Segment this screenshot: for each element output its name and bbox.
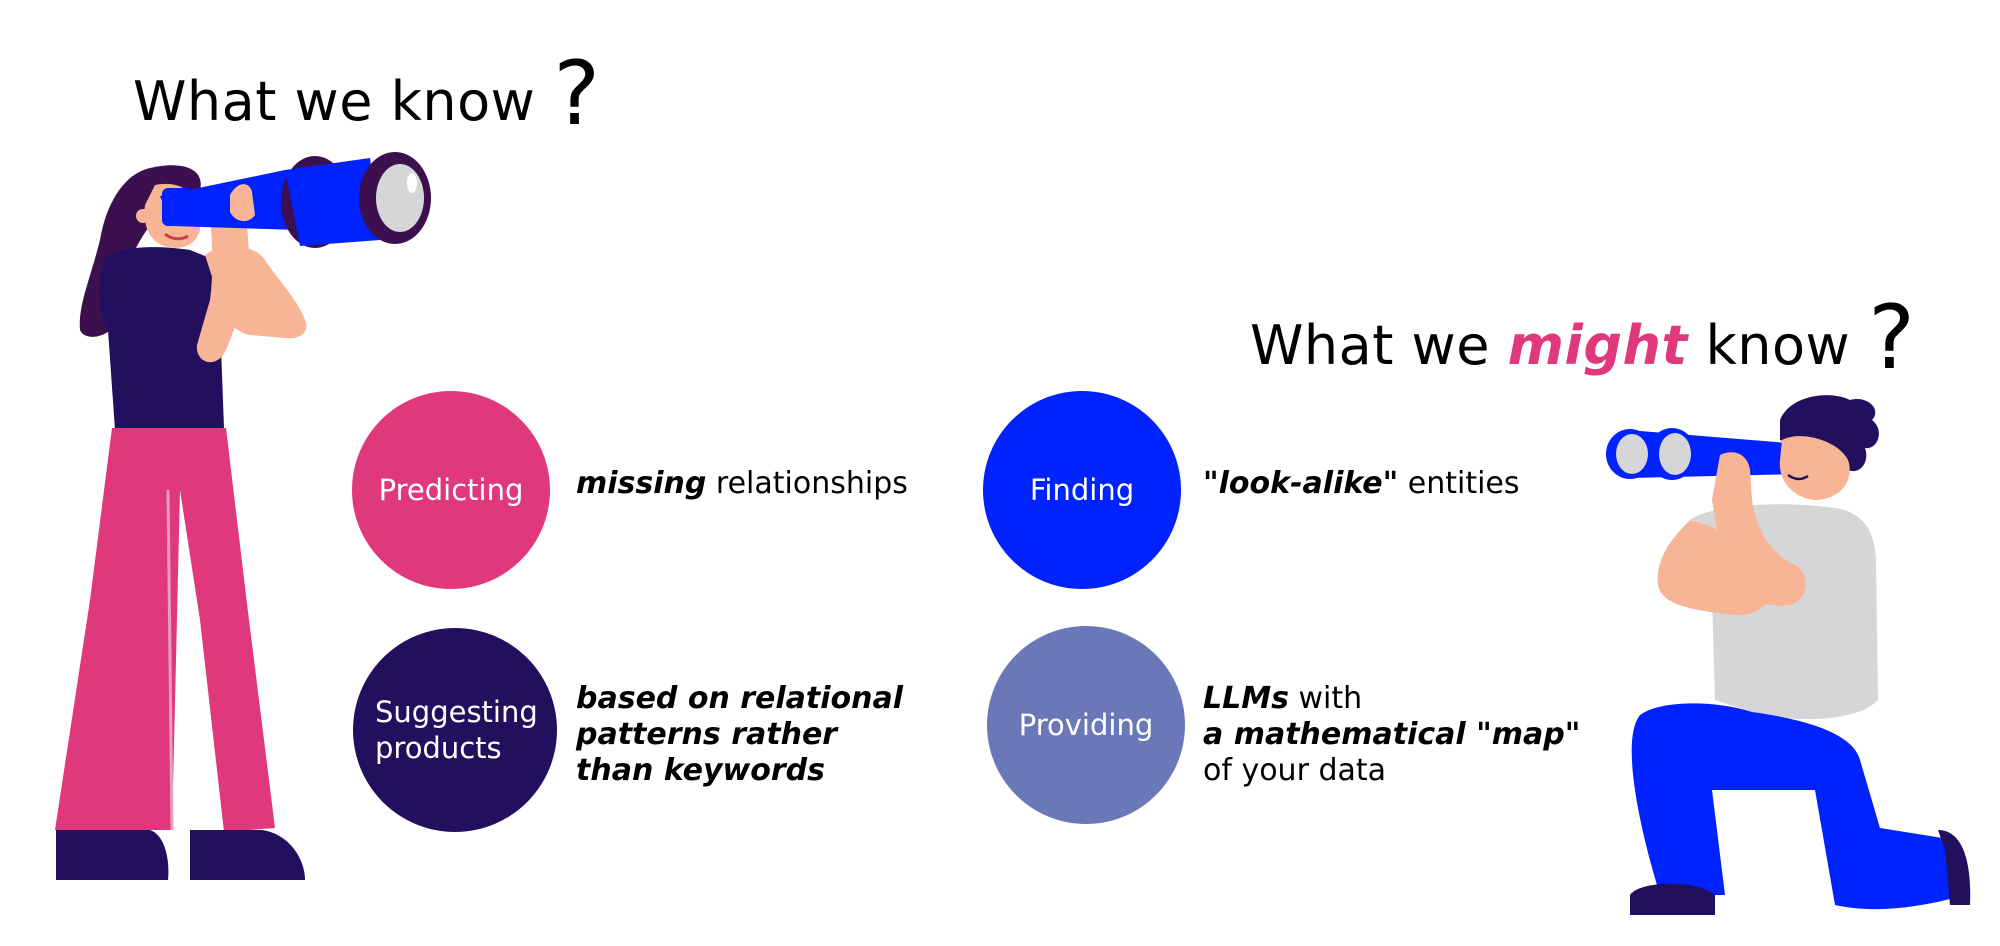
- question-mark: ?: [553, 42, 601, 145]
- heading-what-we-might-know: What we might know?: [1250, 282, 1915, 389]
- desc-line-2: patterns rather: [576, 717, 838, 752]
- heading-text: What we know: [133, 70, 536, 133]
- desc-finding: "look-alike" entities: [1203, 466, 1520, 502]
- desc-text: with: [1288, 681, 1363, 716]
- desc-providing: LLMs with a mathematical "map" of your d…: [1203, 681, 1580, 789]
- desc-line-3: than keywords: [576, 753, 825, 788]
- circle-label: Finding: [1029, 472, 1135, 507]
- heading-accent-might: might: [1507, 314, 1688, 377]
- desc-predicting: missing relationships: [576, 466, 908, 502]
- desc-text: relationships: [706, 466, 908, 501]
- circle-providing: Providing: [987, 626, 1185, 824]
- desc-text: of your data: [1203, 753, 1387, 788]
- circle-suggesting-products: Suggesting products: [353, 628, 557, 832]
- desc-bold-map: a mathematical "map": [1203, 717, 1581, 752]
- desc-text: entities: [1398, 466, 1520, 501]
- question-mark: ?: [1868, 286, 1916, 389]
- heading-what-we-know: What we know?: [133, 38, 601, 145]
- desc-bold: missing: [576, 466, 707, 501]
- desc-bold-llms: LLMs: [1203, 681, 1289, 716]
- circle-finding: Finding: [983, 391, 1181, 589]
- desc-line-1: based on relational: [576, 681, 904, 716]
- circle-predicting: Predicting: [352, 391, 550, 589]
- kneeling-man-with-binoculars-icon: [1606, 395, 1971, 915]
- desc-suggesting-products: based on relational patterns rather than…: [576, 681, 903, 789]
- heading-text-post: know: [1705, 314, 1851, 377]
- woman-with-binoculars-icon: [55, 152, 431, 880]
- desc-bold: "look-alike": [1203, 466, 1399, 501]
- circle-label-line-1: Suggesting: [375, 694, 538, 729]
- circle-label: Providing: [1018, 707, 1154, 742]
- circle-label-line-2: products: [375, 731, 502, 765]
- circle-label: Predicting: [378, 472, 524, 507]
- heading-text-pre: What we: [1250, 314, 1490, 377]
